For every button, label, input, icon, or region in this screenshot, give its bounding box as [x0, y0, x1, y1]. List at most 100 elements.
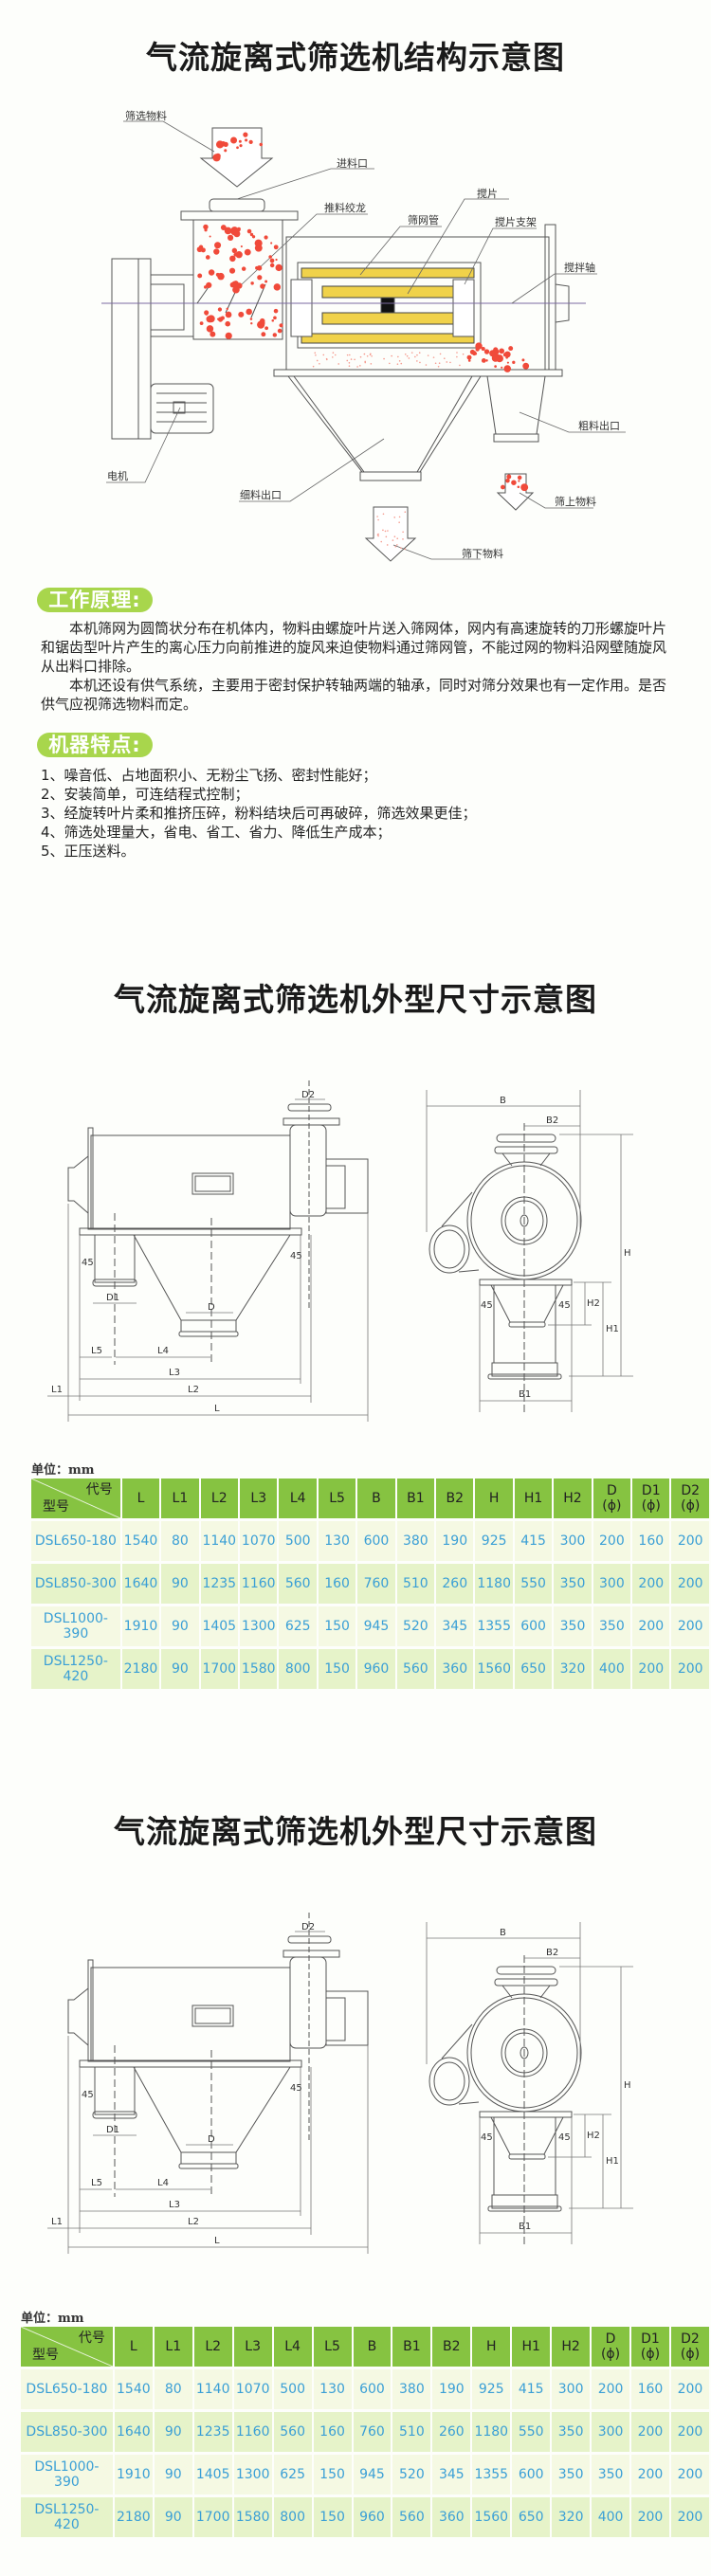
fine-particle: [348, 362, 351, 364]
feature-item: 4、筛选处理量大，省电、省工、省力、降低生产成本；: [41, 824, 392, 841]
particle: [469, 349, 475, 355]
label-coarse-outlet: 粗料出口: [578, 419, 620, 432]
fan-inlet: [428, 2057, 470, 2106]
value-cell: 200: [671, 1649, 709, 1689]
value-cell: 200: [670, 2455, 709, 2494]
value-cell: 260: [432, 2412, 471, 2452]
column-header: B1: [396, 1478, 435, 1518]
dim-L: L: [214, 1404, 220, 1414]
particle: [501, 484, 505, 490]
particle: [199, 321, 204, 325]
principle-heading: 工作原理:: [37, 588, 153, 612]
particle: [241, 266, 246, 271]
column-header: D2 (ϕ): [671, 1478, 709, 1518]
particle: [481, 347, 485, 352]
value-cell: 1355: [472, 2455, 511, 2494]
fine-particle: [354, 358, 356, 361]
column-header: B: [357, 1478, 395, 1518]
corner-header: 代号型号: [21, 2327, 113, 2367]
model-cell: DSL850-300: [21, 2412, 113, 2452]
particle: [272, 333, 278, 337]
value-cell: 1910: [121, 1606, 160, 1646]
fan-column: [289, 1124, 327, 1217]
value-cell: 520: [392, 2455, 431, 2494]
value-cell: 1160: [240, 1564, 278, 1604]
value-cell: 200: [592, 1521, 631, 1561]
value-cell: 160: [631, 2369, 669, 2409]
value-cell: 1540: [114, 2369, 153, 2409]
particle: [244, 248, 251, 256]
model-cell: DSL850-300: [31, 1564, 120, 1604]
value-cell: 380: [392, 2369, 431, 2409]
column-header: H1: [514, 1478, 553, 1518]
particle: [207, 315, 215, 323]
dim-45-left: 45: [82, 1258, 94, 1268]
value-cell: 415: [512, 2369, 551, 2409]
fine-particle: [386, 544, 389, 546]
dim-B: B: [500, 1928, 506, 1938]
value-cell: 90: [161, 1606, 199, 1646]
particle: [273, 308, 279, 314]
dim-45-side-left: 45: [481, 2132, 493, 2143]
particle: [229, 255, 236, 263]
value-cell: 1640: [114, 2412, 153, 2452]
value-cell: 400: [592, 1649, 631, 1689]
base-plate: [79, 2059, 302, 2068]
fine-particle: [437, 365, 440, 368]
column-header: D2 (ϕ): [670, 2327, 709, 2367]
label-motor: 电机: [107, 469, 128, 482]
value-cell: 925: [472, 2369, 511, 2409]
dim-H1: H1: [606, 1324, 619, 1334]
value-cell: 1160: [233, 2412, 272, 2452]
value-cell: 200: [671, 1521, 709, 1561]
dim-L2: L2: [188, 2217, 199, 2227]
fine-particle: [359, 355, 362, 358]
fine-particle: [443, 357, 446, 360]
value-cell: 415: [514, 1521, 553, 1561]
drum-body: [90, 1967, 291, 2062]
features-list: 1、噪音低、占地面积小、无粉尘飞扬、密封性能好； 2、安装简单，可连结程式控制；…: [41, 766, 477, 861]
fine-particle: [371, 354, 373, 357]
value-cell: 800: [279, 1649, 317, 1689]
particle: [260, 320, 265, 326]
value-cell: 150: [318, 1649, 356, 1689]
code-label: 代号: [78, 2331, 105, 2346]
value-cell: 200: [631, 2412, 669, 2452]
column-header: L1: [154, 2327, 192, 2367]
particle: [250, 281, 254, 285]
particle: [254, 244, 263, 252]
structure-title: 气流旋离式筛选机结构示意图: [146, 39, 565, 76]
fine-particle: [419, 361, 421, 364]
feature-item: 3、经旋转叶片柔和推挤压碎，粉料结块后可再破碎，筛选效果更佳；: [41, 805, 477, 822]
value-cell: 200: [592, 2369, 630, 2409]
column-header: B2: [436, 1478, 474, 1518]
value-cell: 650: [514, 1649, 553, 1689]
particle: [505, 478, 510, 483]
value-cell: 1180: [475, 1564, 513, 1604]
value-cell: 190: [436, 1521, 474, 1561]
fan-column: [289, 1956, 327, 2049]
particle: [220, 225, 227, 230]
value-cell: 160: [318, 1564, 356, 1604]
value-cell: 320: [554, 1649, 592, 1689]
particle: [246, 228, 252, 234]
value-cell: 400: [592, 2497, 630, 2537]
label-material-in: 筛选物料: [125, 109, 167, 122]
model-cell: DSL650-180: [21, 2369, 113, 2409]
particle: [273, 245, 279, 250]
dim-D2: D2: [301, 1090, 315, 1100]
value-cell: 650: [512, 2497, 551, 2537]
fine-particle: [316, 359, 319, 362]
inspection-window: [191, 1172, 234, 1195]
dim-45-left: 45: [82, 2090, 94, 2100]
particle: [238, 139, 242, 143]
value-cell: 345: [432, 2455, 471, 2494]
value-cell: 510: [392, 2412, 431, 2452]
particle: [271, 318, 275, 322]
particle: [238, 311, 245, 317]
